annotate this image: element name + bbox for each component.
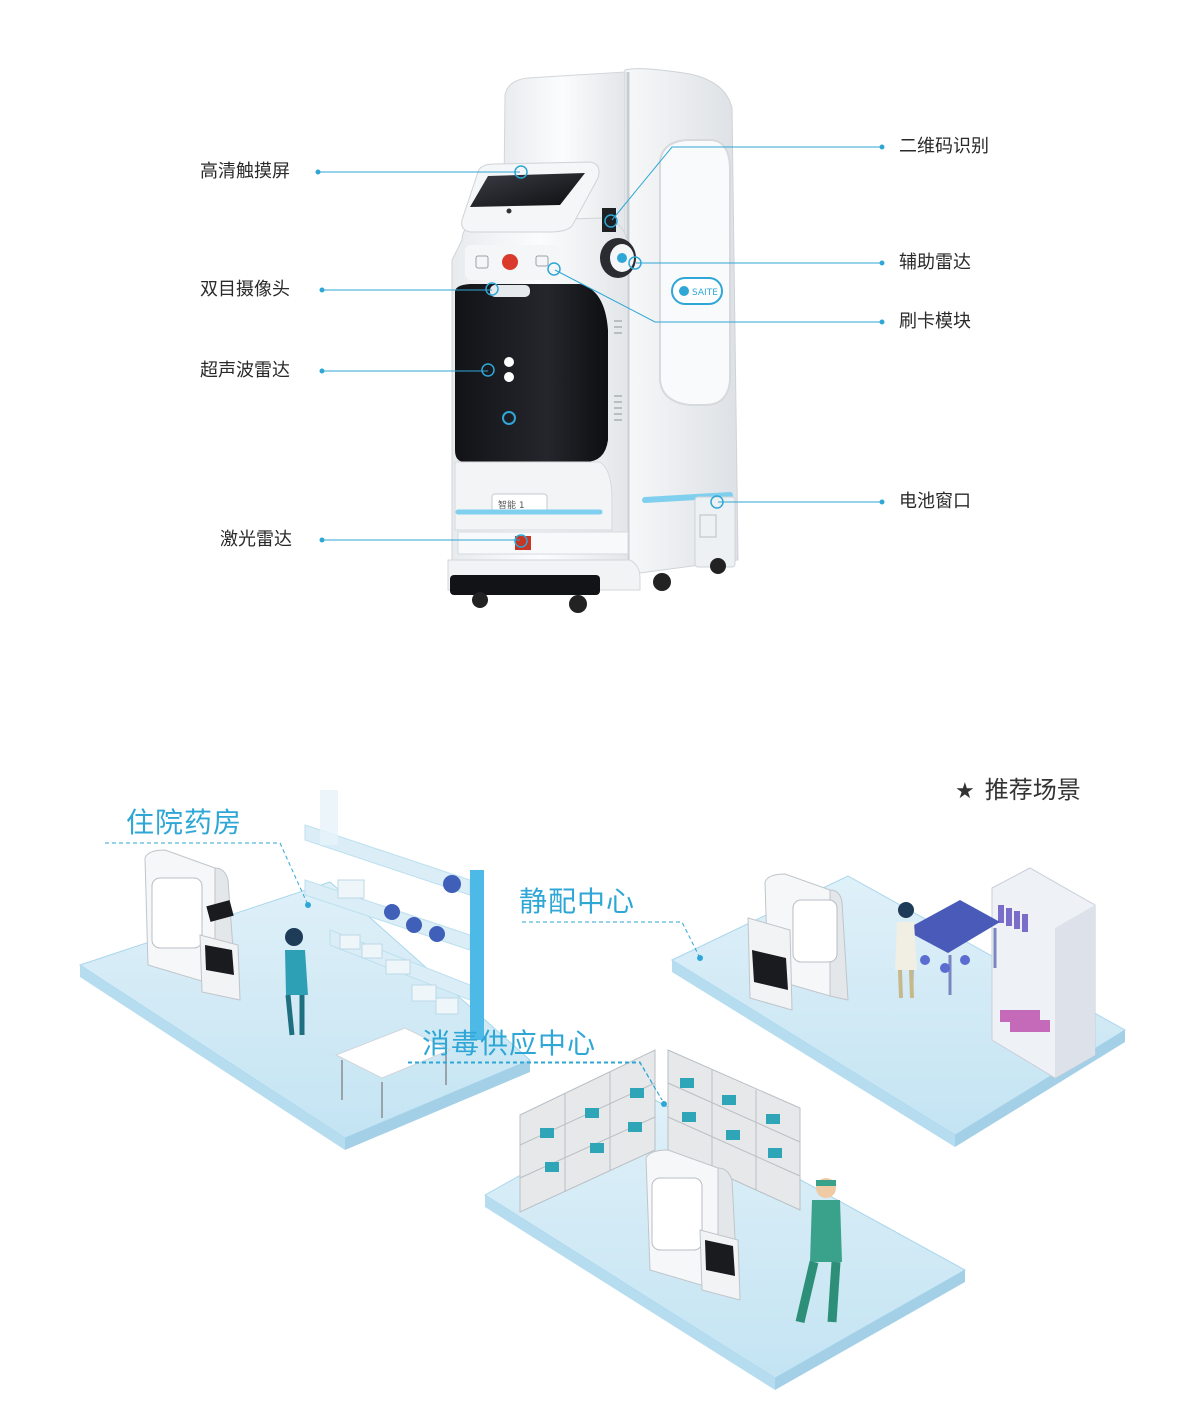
- star-icon: ★: [955, 779, 975, 804]
- scene-leader-dots: [305, 902, 703, 1107]
- scene-pivas-platform: [670, 867, 1126, 1147]
- callout-lines: [315, 144, 885, 548]
- aux-radar-knob: [600, 208, 636, 278]
- callout-laser-radar: 激光雷达: [220, 529, 292, 550]
- front-module: 智能 1: [447, 217, 726, 613]
- callout-battery-window: 电池窗口: [899, 491, 971, 512]
- scene-label-pivas: 静配中心: [519, 885, 636, 918]
- scene-label-inpatient-pharmacy: 住院药房: [126, 806, 243, 839]
- pivas-staff-figure: [895, 902, 917, 999]
- callout-aux-radar: 辅助雷达: [899, 252, 971, 273]
- scene-robot-1: [144, 849, 241, 1001]
- panel-badge: SAITE: [692, 288, 718, 298]
- scene-robot-2: [747, 873, 849, 1011]
- scene-robot-3: [645, 1149, 741, 1301]
- callout-ultrasonic-radar: 超声波雷达: [200, 360, 290, 381]
- scene-cssd-platform: [484, 1049, 967, 1390]
- recommended-scenes-heading: ★ 推荐场景: [955, 775, 1081, 807]
- recommended-scenes-label: 推荐场景: [984, 776, 1081, 804]
- scene-label-cssd: 消毒供应中心: [422, 1027, 597, 1060]
- scene-leader-cssd: [408, 1062, 663, 1101]
- callout-hd-touchscreen: 高清触摸屏: [200, 161, 290, 182]
- scene-inpatient-platform: [78, 790, 531, 1150]
- callout-binocular-camera: 双目摄像头: [200, 279, 290, 300]
- callout-card-module: 刷卡模块: [899, 311, 971, 332]
- callout-qr-recognition: 二维码识别: [899, 136, 989, 157]
- plate-text: 智能 1: [498, 499, 525, 511]
- touchscreen: [461, 161, 600, 233]
- cssd-staff-figure: [795, 1178, 842, 1324]
- pharmacist-figure: [285, 928, 308, 1036]
